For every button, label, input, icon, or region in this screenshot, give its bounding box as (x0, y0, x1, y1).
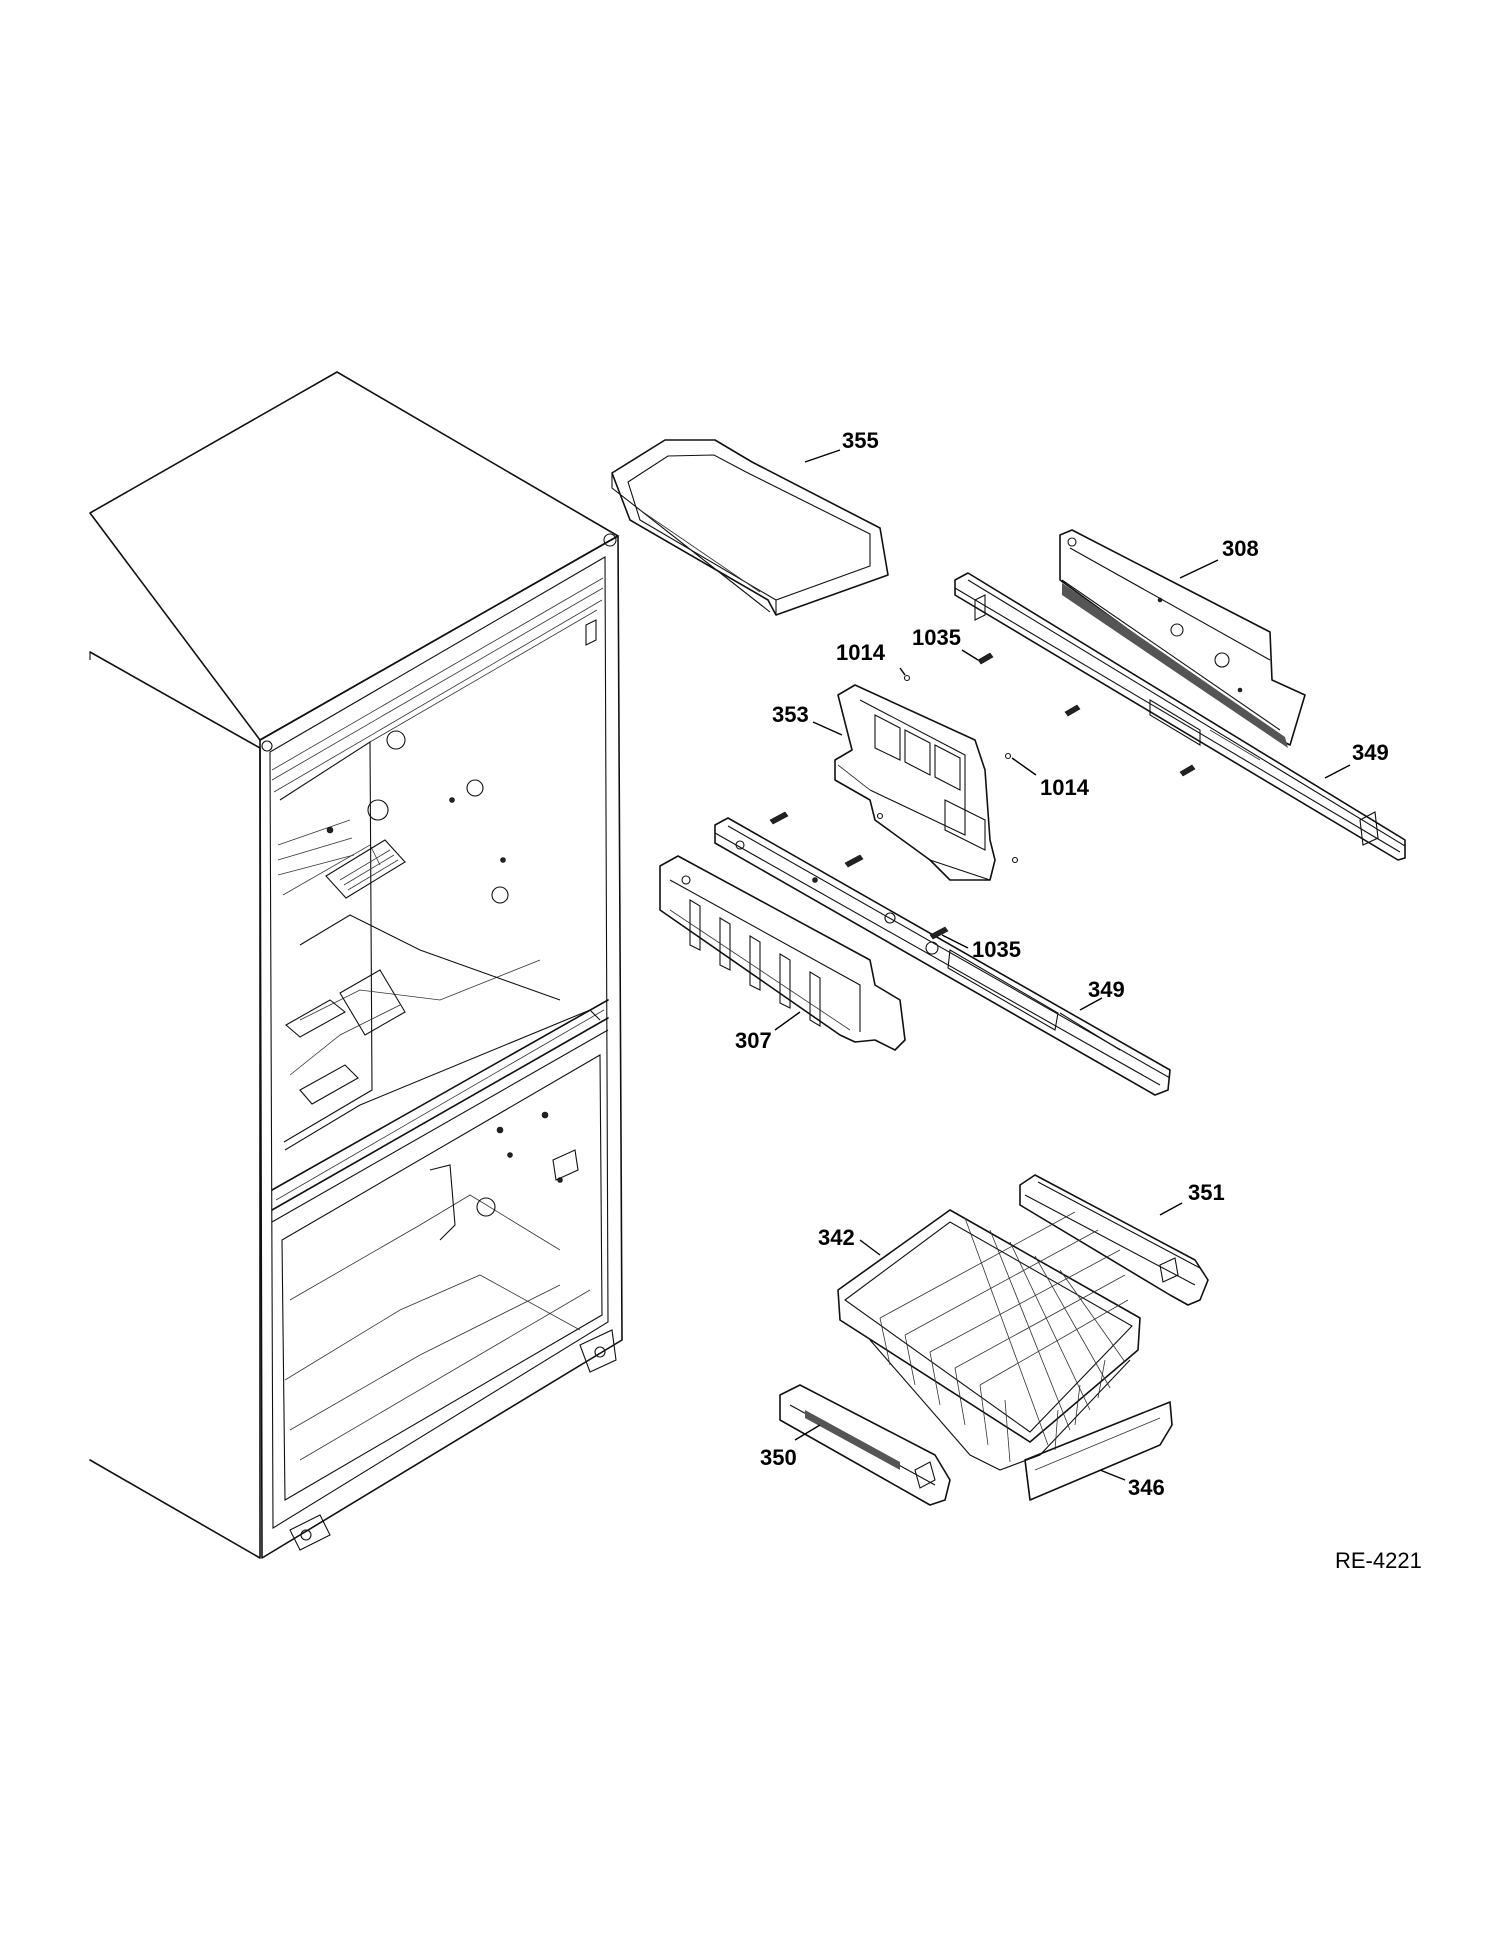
part-308-slide-bracket (1059, 529, 1306, 748)
callout-labels: 355 308 1014 1035 353 1014 349 1035 349 … (735, 428, 1389, 1500)
callout-1014-lower: 1014 (1040, 775, 1090, 800)
part-349-upper-rail (954, 572, 1406, 861)
callout-1014-upper: 1014 (836, 640, 886, 665)
callout-342: 342 (818, 1225, 855, 1250)
callout-349-lower: 349 (1088, 977, 1125, 1002)
callout-346: 346 (1128, 1475, 1165, 1500)
part-351-rail (1019, 1174, 1209, 1306)
refrigerator-cabinet (89, 371, 623, 1559)
part-307-bracket (659, 855, 906, 1051)
part-353-bracket (834, 684, 996, 881)
leader-lines (774, 449, 1351, 1481)
part-346-front-panel (1024, 1401, 1173, 1501)
part-342-wire-basket (837, 1209, 1141, 1471)
screws-middle (769, 811, 949, 940)
callout-307: 307 (735, 1028, 772, 1053)
callout-1035-lower: 1035 (972, 937, 1021, 962)
callout-353: 353 (772, 702, 809, 727)
part-355-tray (611, 439, 889, 616)
callout-351: 351 (1188, 1180, 1225, 1205)
callout-308: 308 (1222, 536, 1259, 561)
diagram-reference-code: RE-4221 (1335, 1548, 1422, 1573)
screws-upper (876, 652, 1196, 864)
part-349-lower-rail (714, 817, 1171, 1096)
callout-349-upper: 349 (1352, 740, 1389, 765)
callout-1035-upper: 1035 (912, 625, 961, 650)
callout-355: 355 (842, 428, 879, 453)
callout-350: 350 (760, 1445, 797, 1470)
